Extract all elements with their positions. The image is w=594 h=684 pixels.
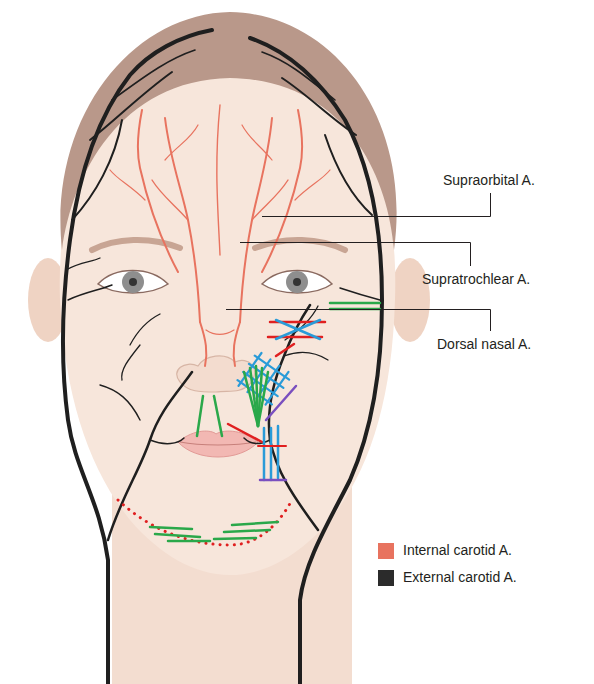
artery	[90, 72, 172, 140]
mark-line	[276, 344, 294, 356]
pupil	[293, 278, 301, 286]
hair	[60, 12, 396, 250]
mark-line	[155, 534, 200, 537]
legend-swatch	[378, 543, 394, 559]
ear	[390, 258, 430, 342]
mark-line	[214, 538, 256, 539]
artery	[340, 288, 380, 300]
artery	[234, 322, 240, 366]
artery	[200, 322, 206, 366]
artery	[165, 118, 200, 322]
artery	[122, 345, 140, 380]
eyebrow	[255, 240, 345, 250]
mark-line	[276, 320, 320, 339]
mark-line	[330, 302, 380, 305]
legend-text: External carotid A.	[403, 569, 517, 586]
lips	[180, 442, 256, 445]
artery	[262, 52, 335, 100]
artery	[68, 285, 112, 300]
mark-line	[277, 426, 280, 478]
pupil	[129, 278, 137, 286]
leader-line	[240, 243, 471, 267]
mark-line	[150, 527, 192, 529]
artery	[152, 180, 188, 220]
external-carotid-arteries	[63, 30, 382, 684]
injection-markings	[118, 303, 380, 545]
leader-line	[262, 193, 491, 217]
artery	[110, 170, 145, 200]
artery	[112, 50, 195, 100]
artery-label: Dorsal nasal A.	[437, 336, 531, 353]
mark-line	[224, 530, 270, 532]
artery	[100, 385, 140, 420]
artery-label: Supratrochlear A.	[422, 271, 530, 288]
nose	[177, 356, 255, 392]
eye	[98, 271, 168, 294]
artery	[66, 258, 100, 270]
artery	[150, 438, 184, 444]
mark-line	[168, 540, 210, 543]
mark-line	[232, 522, 278, 525]
artery	[325, 135, 372, 215]
artery-label: Supraorbital A.	[443, 172, 535, 189]
mark-line	[260, 479, 286, 482]
artery	[217, 105, 220, 255]
mark-line	[228, 424, 262, 442]
artery	[138, 110, 178, 272]
artery	[284, 353, 328, 360]
legend-swatch	[378, 570, 394, 586]
legend-entry: Internal carotid A.	[378, 542, 512, 559]
leader-lines	[226, 193, 491, 331]
lips	[178, 431, 258, 457]
mark-line	[258, 445, 286, 447]
leader-line	[226, 310, 491, 332]
mark-line	[197, 396, 203, 436]
mark-line	[276, 320, 320, 339]
artery	[130, 314, 160, 345]
mark-line	[270, 428, 273, 480]
legend-text: Internal carotid A.	[403, 542, 512, 559]
chin-dotted-line	[118, 500, 292, 545]
artery	[242, 125, 272, 160]
internal-carotid-arteries	[110, 105, 330, 366]
eye	[262, 271, 332, 294]
iris	[122, 271, 144, 293]
legend-entry: External carotid A.	[378, 569, 517, 586]
mark-line	[214, 396, 222, 436]
artery	[295, 170, 330, 200]
artery	[262, 110, 302, 272]
mark-line	[255, 356, 289, 380]
mark-line	[263, 428, 266, 480]
artery	[63, 30, 212, 684]
artery	[240, 118, 272, 322]
artery	[206, 330, 234, 335]
artery	[165, 125, 198, 160]
iris	[286, 271, 308, 293]
artery	[108, 372, 192, 540]
mark-line	[266, 386, 296, 420]
artery	[252, 180, 288, 220]
